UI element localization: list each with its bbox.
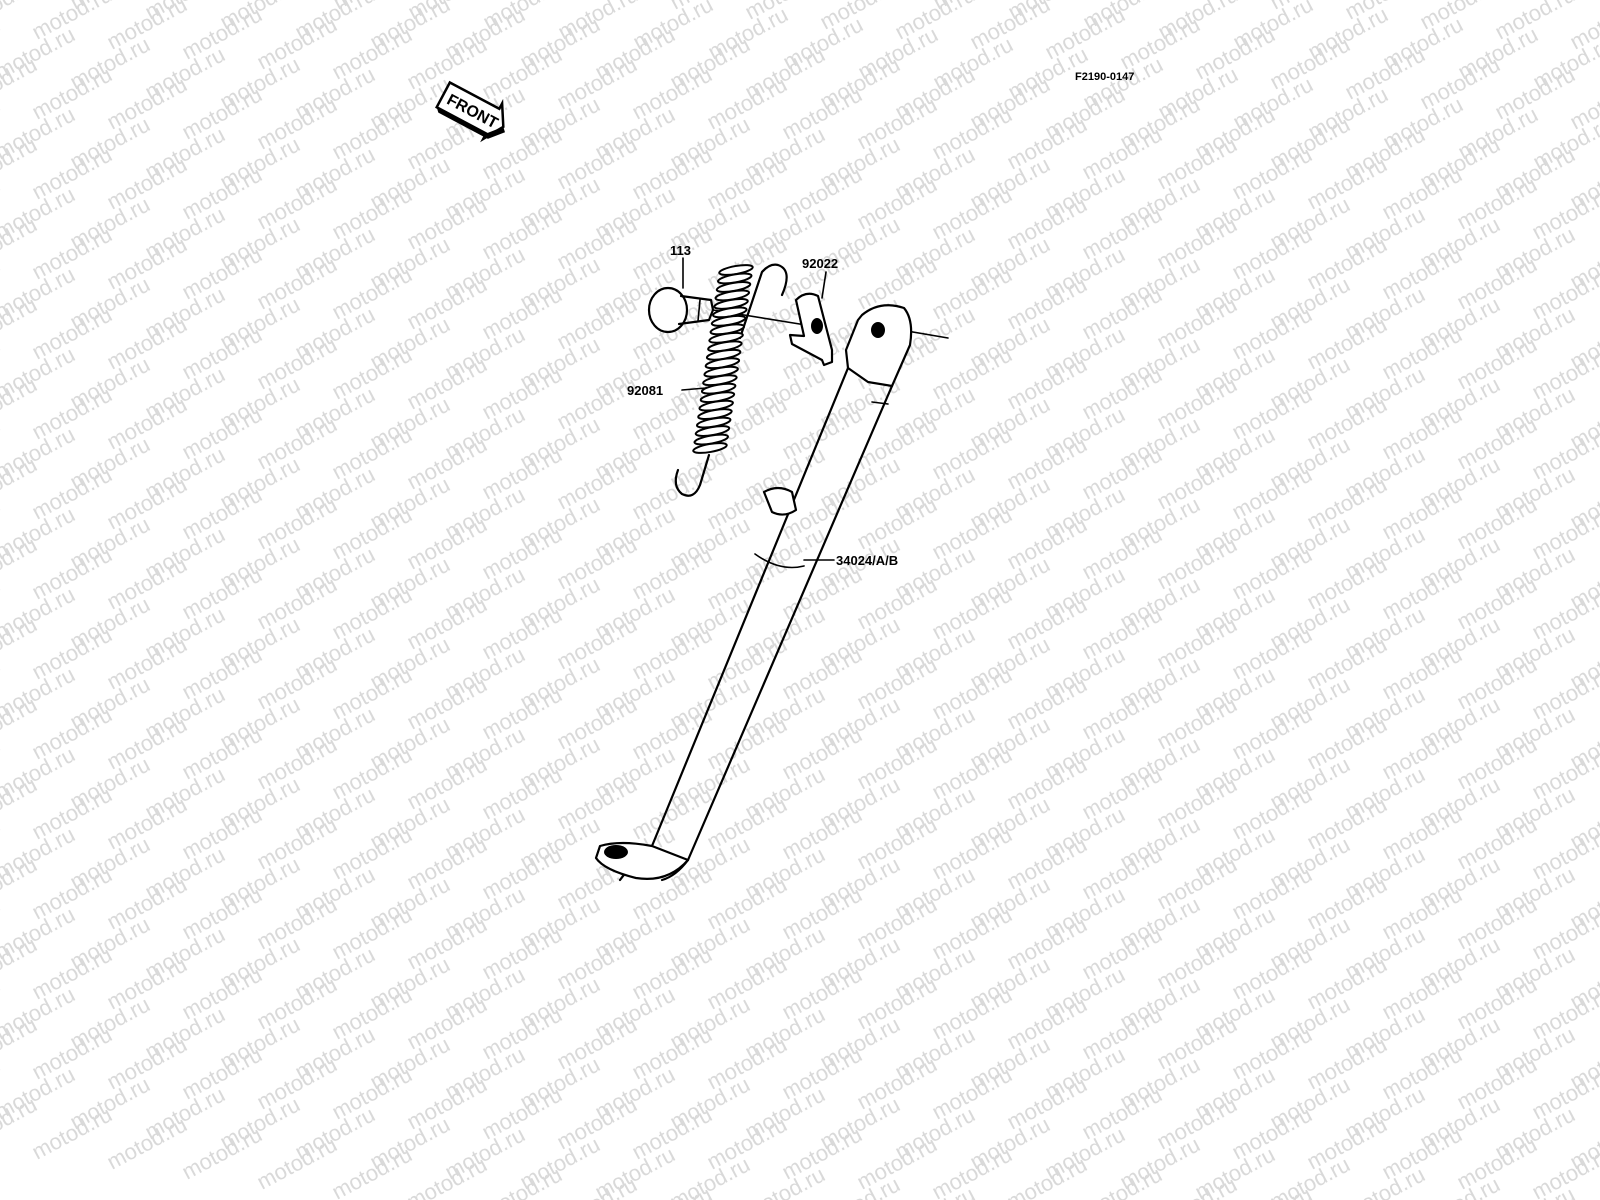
front-direction-arrow-icon: FRONT	[435, 80, 505, 143]
spring-coil	[692, 442, 728, 454]
part-label-34024: 34024/A/B	[836, 553, 898, 568]
washer-plate-icon	[788, 292, 834, 367]
part-label-92022: 92022	[802, 256, 838, 271]
side-stand-icon	[594, 304, 949, 882]
part-label-92081: 92081	[627, 383, 663, 398]
spring-icon	[674, 263, 788, 497]
bolt-icon	[647, 286, 813, 334]
figure-code: F2190-0147	[1075, 71, 1134, 83]
leader-92081	[681, 387, 707, 391]
part-label-113: 113	[670, 243, 691, 258]
leader-92022	[821, 271, 827, 299]
